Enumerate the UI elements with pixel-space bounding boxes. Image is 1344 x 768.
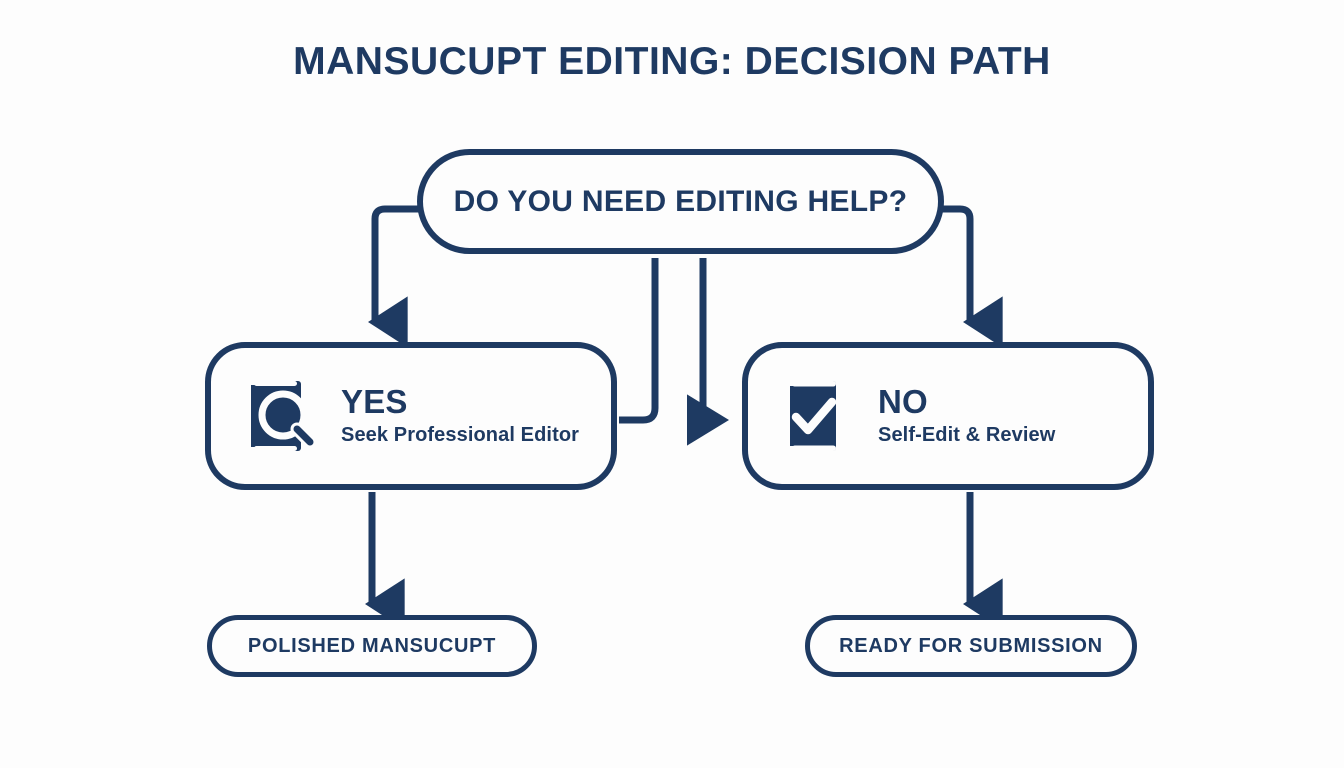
option-node-yes-answer: YES bbox=[341, 382, 408, 420]
option-node-no-text: NO Self-Edit & Review bbox=[878, 382, 1056, 448]
terminal-node-polished-label: POLISHED MANSUCUPT bbox=[247, 634, 497, 657]
book-check-icon bbox=[784, 381, 837, 451]
option-node-yes-text: YES Seek Professional Editor bbox=[341, 382, 580, 448]
edge-decision-to-yes-arrow bbox=[368, 205, 432, 348]
option-node-yes-action: Seek Professional Editor bbox=[341, 424, 580, 447]
terminal-node-ready-label: READY FOR SUBMISSION bbox=[839, 634, 1103, 657]
edge-decision-to-no-arrow bbox=[930, 205, 1003, 348]
book-magnifier-icon bbox=[247, 381, 315, 451]
option-node-no[interactable]: NO Self-Edit & Review bbox=[742, 342, 1154, 490]
option-node-no-answer: NO bbox=[878, 382, 928, 420]
decision-node-label: DO YOU NEED EDITING HELP? bbox=[453, 184, 908, 218]
option-node-yes[interactable]: YES Seek Professional Editor bbox=[205, 342, 617, 490]
edge-decision-stem-to-no bbox=[687, 258, 729, 446]
terminal-node-ready-for-submission[interactable]: READY FOR SUBMISSION bbox=[805, 615, 1137, 677]
page-title: MANSUCUPT EDITING: DECISION PATH bbox=[293, 40, 1051, 83]
terminal-node-polished-manuscript[interactable]: POLISHED MANSUCUPT bbox=[207, 615, 537, 677]
decision-node-editing-help[interactable]: DO YOU NEED EDITING HELP? bbox=[417, 149, 944, 254]
edge-decision-stem-to-yes bbox=[619, 258, 659, 424]
option-node-no-action: Self-Edit & Review bbox=[878, 424, 1056, 447]
